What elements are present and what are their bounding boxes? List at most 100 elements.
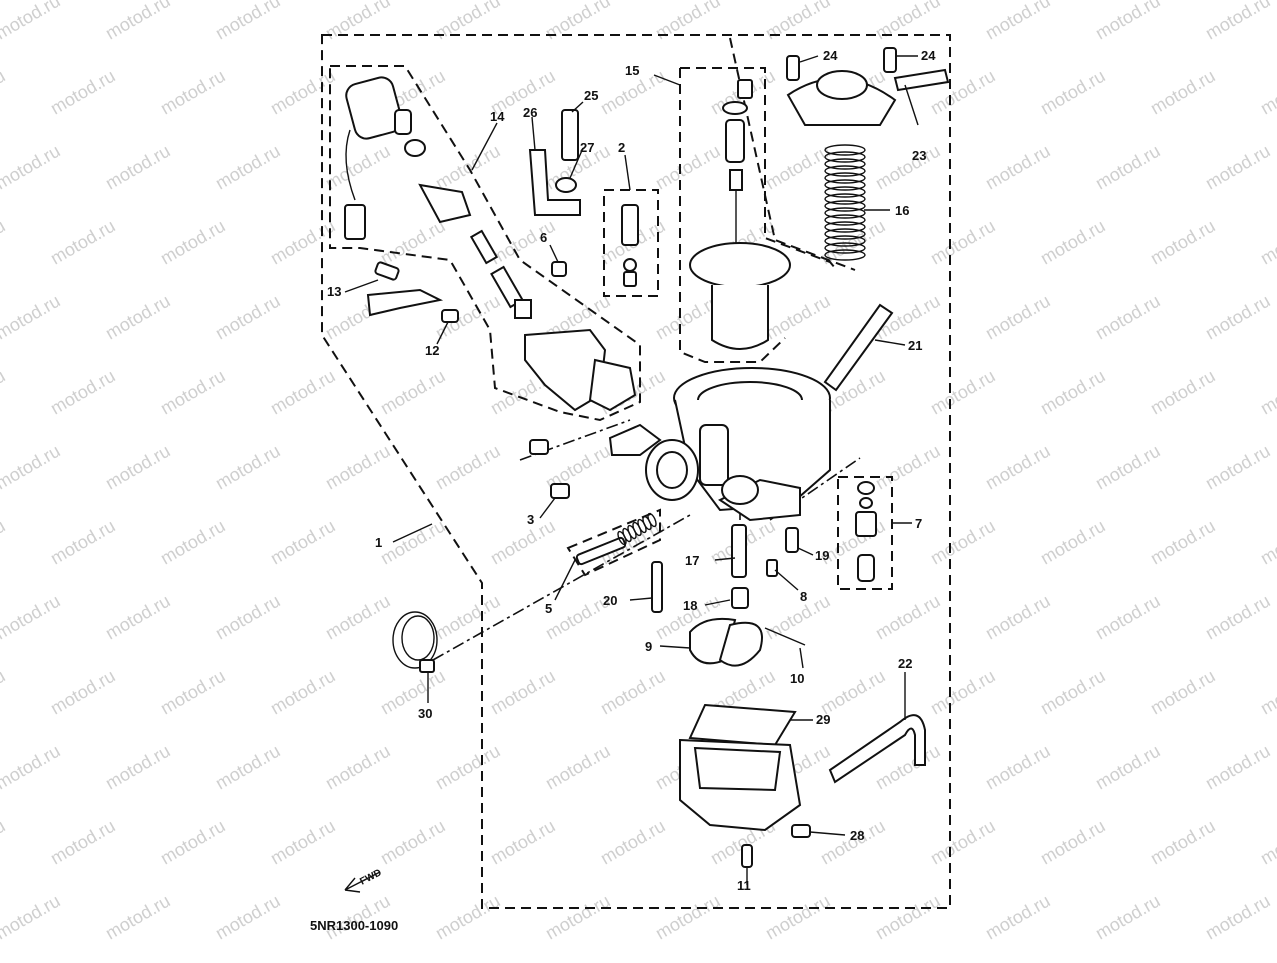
screw-25 xyxy=(561,109,579,161)
watermark-text: motod.ru xyxy=(982,441,1054,494)
drain-screw-11 xyxy=(741,844,753,868)
watermark-text: motod.ru xyxy=(1257,516,1277,569)
watermark-text: motod.ru xyxy=(47,366,119,419)
watermark-text: motod.ru xyxy=(377,216,449,269)
needle-valve-7 xyxy=(855,481,877,582)
callout-5: 5 xyxy=(545,601,552,616)
spring-coil xyxy=(824,242,866,254)
watermark-text: motod.ru xyxy=(1147,216,1219,269)
watermark-text: motod.ru xyxy=(157,666,229,719)
watermark-text: motod.ru xyxy=(542,0,614,43)
fwd-label: FWD xyxy=(358,867,383,887)
watermark-text: motod.ru xyxy=(0,891,64,944)
bracket-26 xyxy=(528,149,581,216)
spring-coil xyxy=(824,221,866,233)
watermark-text: motod.ru xyxy=(322,141,394,194)
watermark-text: motod.ru xyxy=(1092,291,1164,344)
watermark-text: motod.ru xyxy=(322,591,394,644)
watermark-text: motod.ru xyxy=(47,66,119,119)
plug-12 xyxy=(441,309,459,323)
throttle-stop-bracket xyxy=(608,423,662,456)
callout-25: 25 xyxy=(584,88,598,103)
watermark-text: motod.ru xyxy=(102,0,174,43)
watermark-text: motod.ru xyxy=(652,0,724,43)
watermark-text: motod.ru xyxy=(927,516,999,569)
watermark-text: motod.ru xyxy=(872,141,944,194)
callout-24a: 24 xyxy=(823,48,838,63)
watermark-text: motod.ru xyxy=(377,516,449,569)
callout-16: 16 xyxy=(895,203,909,218)
throttle-sensor xyxy=(344,76,412,240)
callout-21: 21 xyxy=(908,338,922,353)
callout-11: 11 xyxy=(737,878,751,893)
group-14-outline xyxy=(329,65,641,422)
plate-23 xyxy=(893,68,950,92)
spring-coil xyxy=(824,200,866,212)
watermark-text: motod.ru xyxy=(1092,891,1164,944)
watermark-text: motod.ru xyxy=(872,441,944,494)
watermark-text: motod.ru xyxy=(1147,66,1219,119)
watermark-text: motod.ru xyxy=(982,741,1054,794)
callout-29: 29 xyxy=(816,712,830,727)
watermark-text: motod.ru xyxy=(212,291,284,344)
spring-coil xyxy=(824,165,866,177)
watermark-text: motod.ru xyxy=(1092,141,1164,194)
spring-coil xyxy=(824,144,866,156)
watermark-text: motod.ru xyxy=(267,666,339,719)
watermark-text: motod.ru xyxy=(872,0,944,43)
watermark-text: motod.ru xyxy=(1092,0,1164,43)
watermark-text: motod.ru xyxy=(157,516,229,569)
watermark-text: motod.ru xyxy=(1257,366,1277,419)
watermark-text: motod.ru xyxy=(0,366,9,419)
watermark-text: motod.ru xyxy=(267,216,339,269)
watermark-text: motod.ru xyxy=(1202,741,1274,794)
linkage-bracket xyxy=(524,328,607,412)
watermark-layer: motod.ru motod.ru motod.ru motod.ru motod.ru… xyxy=(0,0,1277,943)
watermark-text: motod.ru xyxy=(1037,666,1109,719)
watermark-text: motod.ru xyxy=(1202,891,1274,944)
watermark-text: motod.ru xyxy=(762,141,834,194)
watermark-text: motod.ru xyxy=(102,891,174,944)
watermark-text: motod.ru xyxy=(487,666,559,719)
callout-15: 15 xyxy=(625,63,639,78)
watermark-text: motod.ru xyxy=(47,666,119,719)
watermark-text: motod.ru xyxy=(102,291,174,344)
cam-plate xyxy=(588,358,637,412)
fwd-arrow-icon: FWD xyxy=(344,867,384,893)
callout-26: 26 xyxy=(523,105,537,120)
callout-20: 20 xyxy=(603,593,617,608)
screw-6 xyxy=(551,261,567,277)
clamp-30 xyxy=(392,611,438,673)
watermark-text: motod.ru xyxy=(102,741,174,794)
watermark-text: motod.ru xyxy=(157,66,229,119)
spring-coil xyxy=(824,235,866,247)
callout-layer: 1 2 3 5 6 7 8 9 10 11 12 13 14 15 16 17 … xyxy=(327,48,936,893)
choke-lever xyxy=(366,261,444,317)
screw-8 xyxy=(766,559,778,577)
spring-coil xyxy=(824,193,866,205)
watermark-text: motod.ru xyxy=(927,816,999,869)
watermark-text: motod.ru xyxy=(212,891,284,944)
carburetor-body xyxy=(645,367,831,522)
watermark-text: motod.ru xyxy=(0,0,64,43)
spring-coil xyxy=(824,179,866,191)
group-7-outline xyxy=(837,476,893,590)
piston-valve-15 xyxy=(689,79,791,350)
float-9 xyxy=(689,617,763,667)
spring-5 xyxy=(617,512,657,546)
gasket-29 xyxy=(688,703,797,747)
needle-valve xyxy=(469,229,532,319)
watermark-text: motod.ru xyxy=(597,816,669,869)
watermark-text: motod.ru xyxy=(927,216,999,269)
outer-boundary xyxy=(321,34,951,909)
callout-18: 18 xyxy=(683,598,697,613)
watermark-text: motod.ru xyxy=(1092,441,1164,494)
watermark-text: motod.ru xyxy=(817,666,889,719)
leader-lines xyxy=(344,55,919,885)
watermark-text: motod.ru xyxy=(487,516,559,569)
callout-3: 3 xyxy=(527,512,534,527)
watermark-text: motod.ru xyxy=(927,366,999,419)
float-chamber xyxy=(679,738,802,832)
watermark-text: motod.ru xyxy=(542,891,614,944)
spring-coil xyxy=(824,172,866,184)
